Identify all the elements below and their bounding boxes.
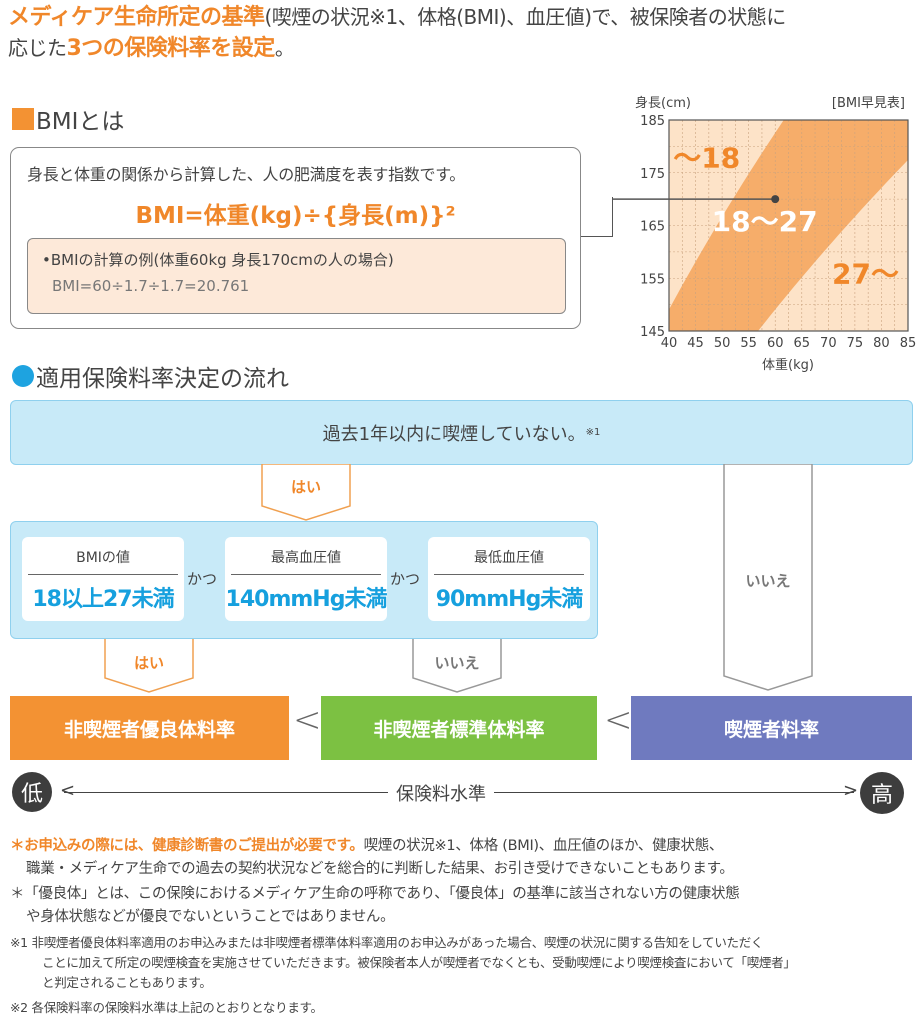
note-emphasis: ＊お申込みの際には、健康診断書のご提出が必要です。 xyxy=(10,838,364,854)
footnote-ref: ※1 xyxy=(585,427,601,438)
criteria-value: 90mmHg未満 xyxy=(435,587,584,612)
note-1-line-2: 職業・メディケア生命での過去の契約状況などを総合的に判断した結果、お引き受けでき… xyxy=(26,861,734,877)
criteria-card-systolic: 最高血圧値 140mmHg未満 xyxy=(225,537,387,621)
rate-standard-nonsmoker: 非喫煙者標準体料率 xyxy=(321,696,597,760)
criteria-label: 最高血圧値 xyxy=(231,537,381,575)
footnote-1: ※1 非喫煙者優良体料率適用のお申込みまたは非喫煙者標準体料率適用のお申込みがあ… xyxy=(10,935,764,950)
bmi-formula: BMI=体重(kg)÷{身長(m)}² xyxy=(135,203,456,229)
connector-line xyxy=(581,236,613,237)
x-tick-label: 65 xyxy=(794,336,811,351)
headline-text: 。 xyxy=(274,36,295,60)
bmi-title-text: BMIとは xyxy=(36,109,125,135)
criteria-value: 18以上27未満 xyxy=(32,587,174,612)
x-tick-label: 85 xyxy=(900,336,917,351)
criteria-value: 140mmHg未満 xyxy=(225,587,388,612)
y-tick-label: 165 xyxy=(640,220,665,235)
footnote-1-line-2: ことに加えて所定の喫煙検査を実施させていただきます。被保険者本人が喫煙者でなくと… xyxy=(42,955,796,970)
note-2: ＊「優良体」とは、この保険におけるメディケア生命の呼称であり、「優良体」の基準に… xyxy=(10,886,740,902)
circle-bullet-icon xyxy=(12,365,34,387)
bmi-example-calc: BMI=60÷1.7÷1.7=20.761 xyxy=(52,277,250,295)
y-tick-label: 145 xyxy=(640,325,665,340)
and-label: かつ xyxy=(390,570,421,588)
chart-title: [BMI早見表] xyxy=(832,96,905,111)
yes-arrow xyxy=(261,464,351,521)
no-label: いいえ xyxy=(434,654,480,672)
high-badge: 高 xyxy=(860,772,904,814)
headline-line-2: 応じた3つの保険料率を設定。 xyxy=(8,33,295,64)
x-axis-label: 体重(kg) xyxy=(762,357,814,373)
x-tick-label: 70 xyxy=(820,336,837,351)
arrow-right-icon: > xyxy=(843,780,859,801)
criteria-card-bmi: BMIの値 18以上27未満 xyxy=(22,537,184,621)
no-label: いいえ xyxy=(745,572,791,590)
criteria-label: BMIの値 xyxy=(28,537,178,575)
bmi-info-box: 身長と体重の関係から計算した、人の肥満度を表す指数です。 BMI=体重(kg)÷… xyxy=(10,147,581,329)
x-tick-label: 60 xyxy=(767,336,784,351)
flow-section-title: 適用保険料率決定の流れ xyxy=(12,359,289,393)
smoking-question: 過去1年以内に喫煙していない。 xyxy=(322,423,586,445)
yes-label: はい xyxy=(133,654,164,672)
note-text: 喫煙の状況※1、体格 (BMI)、血圧値のほか、健康状態、 xyxy=(363,838,724,854)
bmi-band-label: 〜18 xyxy=(673,141,740,174)
smoking-question-box: 過去1年以内に喫煙していない。※1 xyxy=(10,400,913,465)
y-tick-label: 155 xyxy=(640,272,665,287)
criteria-label: 最低血圧値 xyxy=(434,537,584,575)
x-tick-label: 80 xyxy=(873,336,890,351)
bmi-example-title: •BMIの計算の例(体重60kg 身長170cmの人の場合) xyxy=(42,251,394,269)
headline-line-1: メディケア生命所定の基準(喫煙の状況※1、体格(BMI)、血圧値)で、被保険者の… xyxy=(8,2,786,33)
bmi-chart: 身長(cm) [BMI早見表] 体重(kg) 40 45 50 55 60 65 70 75 8… xyxy=(612,95,917,373)
x-tick-label: 55 xyxy=(740,336,757,351)
low-badge: 低 xyxy=(12,772,52,812)
x-tick-label: 45 xyxy=(687,336,704,351)
footnote-2: ※2 各保険料率の保険料水準は上記のとおりとなります。 xyxy=(10,1000,323,1015)
premium-level-label: 保険料水準 xyxy=(388,780,494,806)
rate-smoker: 喫煙者料率 xyxy=(631,696,912,760)
x-tick-label: 40 xyxy=(661,336,678,351)
bmi-description: 身長と体重の関係から計算した、人の肥満度を表す指数です。 xyxy=(27,165,466,184)
y-tick-label: 175 xyxy=(640,167,665,182)
connector-line xyxy=(612,197,613,237)
bmi-band-label: 18〜27 xyxy=(712,205,818,238)
less-than-icon: < xyxy=(293,700,322,740)
x-tick-label: 75 xyxy=(847,336,864,351)
plot-frame xyxy=(668,119,909,332)
yes-label: はい xyxy=(290,478,321,496)
arrow-left-icon: < xyxy=(60,780,76,801)
y-axis-label: 身長(cm) xyxy=(635,95,691,111)
note-1: ＊お申込みの際には、健康診断書のご提出が必要です。喫煙の状況※1、体格 (BMI… xyxy=(10,835,915,857)
bmi-band-label: 27〜 xyxy=(832,258,899,291)
headline-text: (喫煙の状況※1、体格(BMI)、血圧値)で、被保険者の状態に xyxy=(264,5,786,29)
y-tick-label: 185 xyxy=(640,114,665,129)
flow-arrows xyxy=(104,464,813,693)
headline-text: 応じた xyxy=(8,36,67,60)
bmi-example-box: •BMIの計算の例(体重60kg 身長170cmの人の場合) BMI=60÷1.… xyxy=(27,238,566,314)
criteria-card-diastolic: 最低血圧値 90mmHg未満 xyxy=(428,537,590,621)
and-label: かつ xyxy=(187,570,218,588)
headline-emphasis: メディケア生命所定の基準 xyxy=(8,5,265,30)
footnote-1-line-3: と判定されることもあります。 xyxy=(42,975,212,990)
bmi-section-title: BMIとは xyxy=(12,102,124,136)
headline-emphasis: 3つの保険料率を設定 xyxy=(66,36,276,61)
square-bullet-icon xyxy=(12,108,34,130)
example-point xyxy=(771,195,780,204)
note-2-line-2: や身体状態などが優良でないということではありません。 xyxy=(26,909,395,925)
x-tick-label: 50 xyxy=(714,336,731,351)
flow-title-text: 適用保険料率決定の流れ xyxy=(36,366,289,392)
no-arrow xyxy=(723,464,813,691)
less-than-icon: < xyxy=(604,700,633,740)
rate-preferred-nonsmoker: 非喫煙者優良体料率 xyxy=(10,696,289,760)
